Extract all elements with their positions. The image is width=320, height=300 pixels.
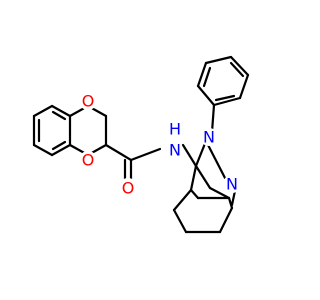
double-bond — [189, 164, 198, 192]
bond — [194, 164, 212, 190]
double-bond-inner — [51, 140, 67, 151]
bond — [32, 104, 54, 118]
dioxane-ring — [68, 104, 108, 157]
carbonyl-oxygen-label: O — [122, 179, 135, 198]
bond — [50, 143, 72, 157]
bond — [104, 143, 133, 162]
bond — [210, 103, 216, 134]
double-bond-inner — [202, 66, 212, 88]
amide-hydrogen-label: H — [169, 120, 181, 139]
bond — [238, 73, 250, 100]
benzo-ring — [32, 104, 72, 157]
cyclopentapyrazole — [172, 139, 238, 234]
bond — [196, 84, 216, 107]
bond — [218, 206, 234, 234]
molecule-diagram: O O O N H N N — [32, 55, 250, 234]
bond — [196, 61, 208, 88]
bond — [189, 188, 200, 200]
bond — [32, 143, 54, 157]
atom-labels: O O O N H N N — [79, 92, 241, 198]
bond — [204, 139, 227, 180]
oxygen-label-top: O — [82, 92, 95, 111]
pyrazole-n2-label: N — [226, 175, 238, 194]
bond — [181, 143, 198, 168]
bond — [212, 96, 242, 107]
bond — [227, 196, 234, 210]
bond — [172, 188, 193, 212]
double-bond-inner — [214, 94, 236, 102]
double-bond-inner — [51, 110, 67, 121]
oxygen-label-bottom: O — [82, 151, 95, 170]
amide-nitrogen-label: N — [169, 141, 181, 160]
bond — [129, 147, 162, 162]
bond — [229, 55, 250, 77]
double-bond-inner — [229, 61, 245, 78]
bond — [172, 208, 188, 234]
structure-svg: O O O N H N N — [32, 55, 250, 234]
bond — [50, 104, 72, 118]
bond — [208, 186, 231, 200]
phenyl-ring — [196, 55, 250, 134]
carboxamide-group — [104, 143, 162, 184]
bond — [204, 55, 233, 65]
pyrazole-n1-label: N — [203, 128, 215, 147]
bond — [194, 139, 208, 168]
